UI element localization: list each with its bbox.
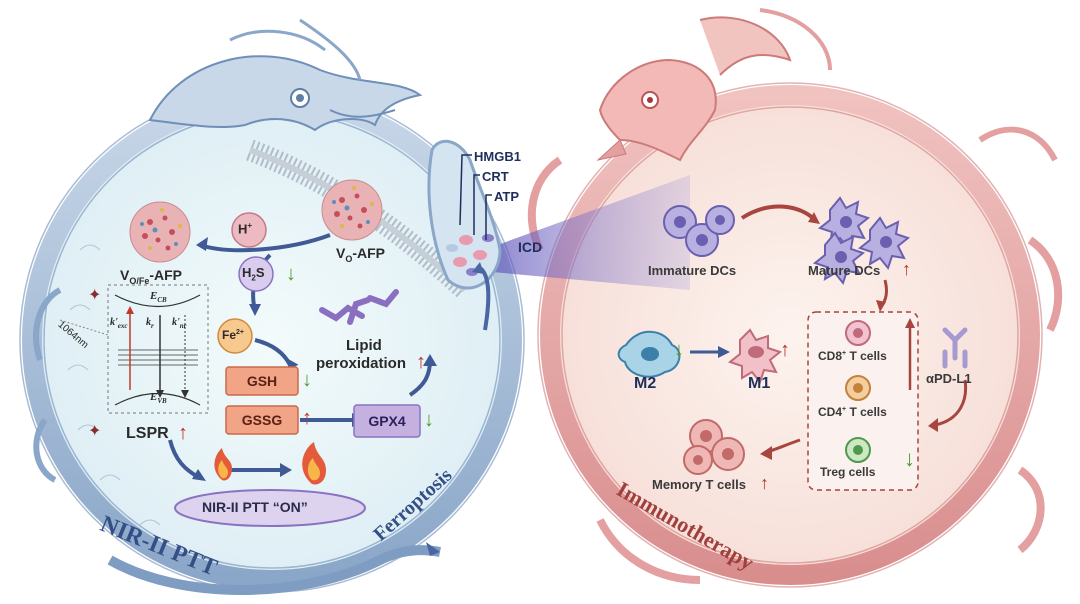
k-exc-label: k'exc	[110, 317, 128, 330]
memory-t-up-arrow: ↑	[760, 473, 769, 493]
mature-dcs-cluster	[812, 196, 911, 286]
ptt-on-label: NIR-II PTT “ON”	[202, 499, 308, 515]
gpx4-box-bg	[353, 404, 421, 438]
k-r-label: kr	[146, 317, 154, 330]
vofe-afp-label: VO/Fe-AFP	[120, 267, 183, 286]
immature-dcs-label: Immature DCs	[648, 263, 737, 278]
nanoparticle-vofe-afp	[129, 201, 191, 263]
mature-dcs-label: Mature DCs	[808, 263, 881, 278]
m1-up-arrow: ↑	[780, 339, 790, 361]
m2-down-arrow: ↓	[674, 339, 684, 361]
memory-t-cells	[683, 419, 745, 475]
icd-beam	[470, 175, 690, 290]
h-plus-label: H+	[238, 221, 253, 237]
nanoparticle-vo-afp	[321, 179, 383, 241]
gssg-up-arrow: ↑	[302, 407, 312, 429]
ptt-on-pill	[174, 489, 366, 527]
m1-macrophage	[727, 328, 783, 385]
k-nr-label: k'nr	[172, 317, 187, 330]
h2s-bubble	[238, 256, 274, 292]
h-plus-bubble	[231, 212, 267, 248]
gsh-box-bg	[225, 366, 299, 396]
apdl1-antibody	[942, 327, 968, 369]
fe2-label: Fe2+	[222, 328, 244, 342]
gssg-box: GSSG	[241, 412, 283, 428]
lipid-molecules	[319, 289, 399, 325]
treg-down-arrow: ↓	[904, 446, 915, 471]
cd4-label: CD4+ T cells	[818, 405, 887, 419]
ecb-label: ECB	[150, 290, 167, 305]
m2-label: M2	[634, 375, 657, 392]
heat-flames	[214, 442, 326, 485]
dc-maturation-arrow	[740, 204, 817, 222]
tcell-box	[807, 311, 919, 491]
treg-label: Treg cells	[820, 465, 876, 479]
gpx4-box: GPX4	[368, 413, 406, 429]
gsh-down-arrow: ↓	[302, 369, 312, 391]
fe2-bubble	[217, 318, 253, 354]
crt-label: CRT	[482, 169, 509, 184]
memory-t-label: Memory T cells	[652, 477, 746, 492]
gpx4-down-arrow: ↓	[424, 409, 434, 431]
right-phoenix-ring	[527, 8, 1063, 588]
lipid-label-2: peroxidation	[316, 355, 407, 372]
band-diagram	[59, 284, 209, 414]
hmgb1-label: HMGB1	[474, 149, 521, 164]
immature-dcs-cluster	[663, 205, 735, 257]
h2s-label: H2S	[242, 265, 265, 283]
sparkle-icon: ✦	[88, 423, 102, 440]
lipid-label-1: Lipid	[346, 337, 382, 354]
icd-label: ICD	[518, 239, 543, 255]
sparkle-icon: ✦	[88, 287, 102, 304]
lspr-label: LSPR	[126, 425, 169, 442]
cd8-label: CD8+ T cells	[818, 349, 887, 363]
apdl1-label: αPD-L1	[926, 371, 972, 386]
mature-dcs-up-arrow: ↑	[902, 259, 911, 279]
atp-label: ATP	[494, 189, 520, 204]
lipid-up-arrow: ↑	[416, 351, 426, 373]
m2-macrophage	[617, 330, 681, 378]
m1-label: M1	[748, 375, 771, 392]
evb-label: EVB	[150, 391, 167, 406]
h2s-down-arrow: ↓	[286, 263, 296, 285]
gsh-box: GSH	[246, 373, 278, 389]
dying-cell	[427, 139, 502, 331]
vo-afp-label: VO-AFP	[336, 245, 386, 264]
gssg-box-bg	[225, 405, 299, 435]
lspr-up-arrow: ↑	[178, 422, 188, 444]
